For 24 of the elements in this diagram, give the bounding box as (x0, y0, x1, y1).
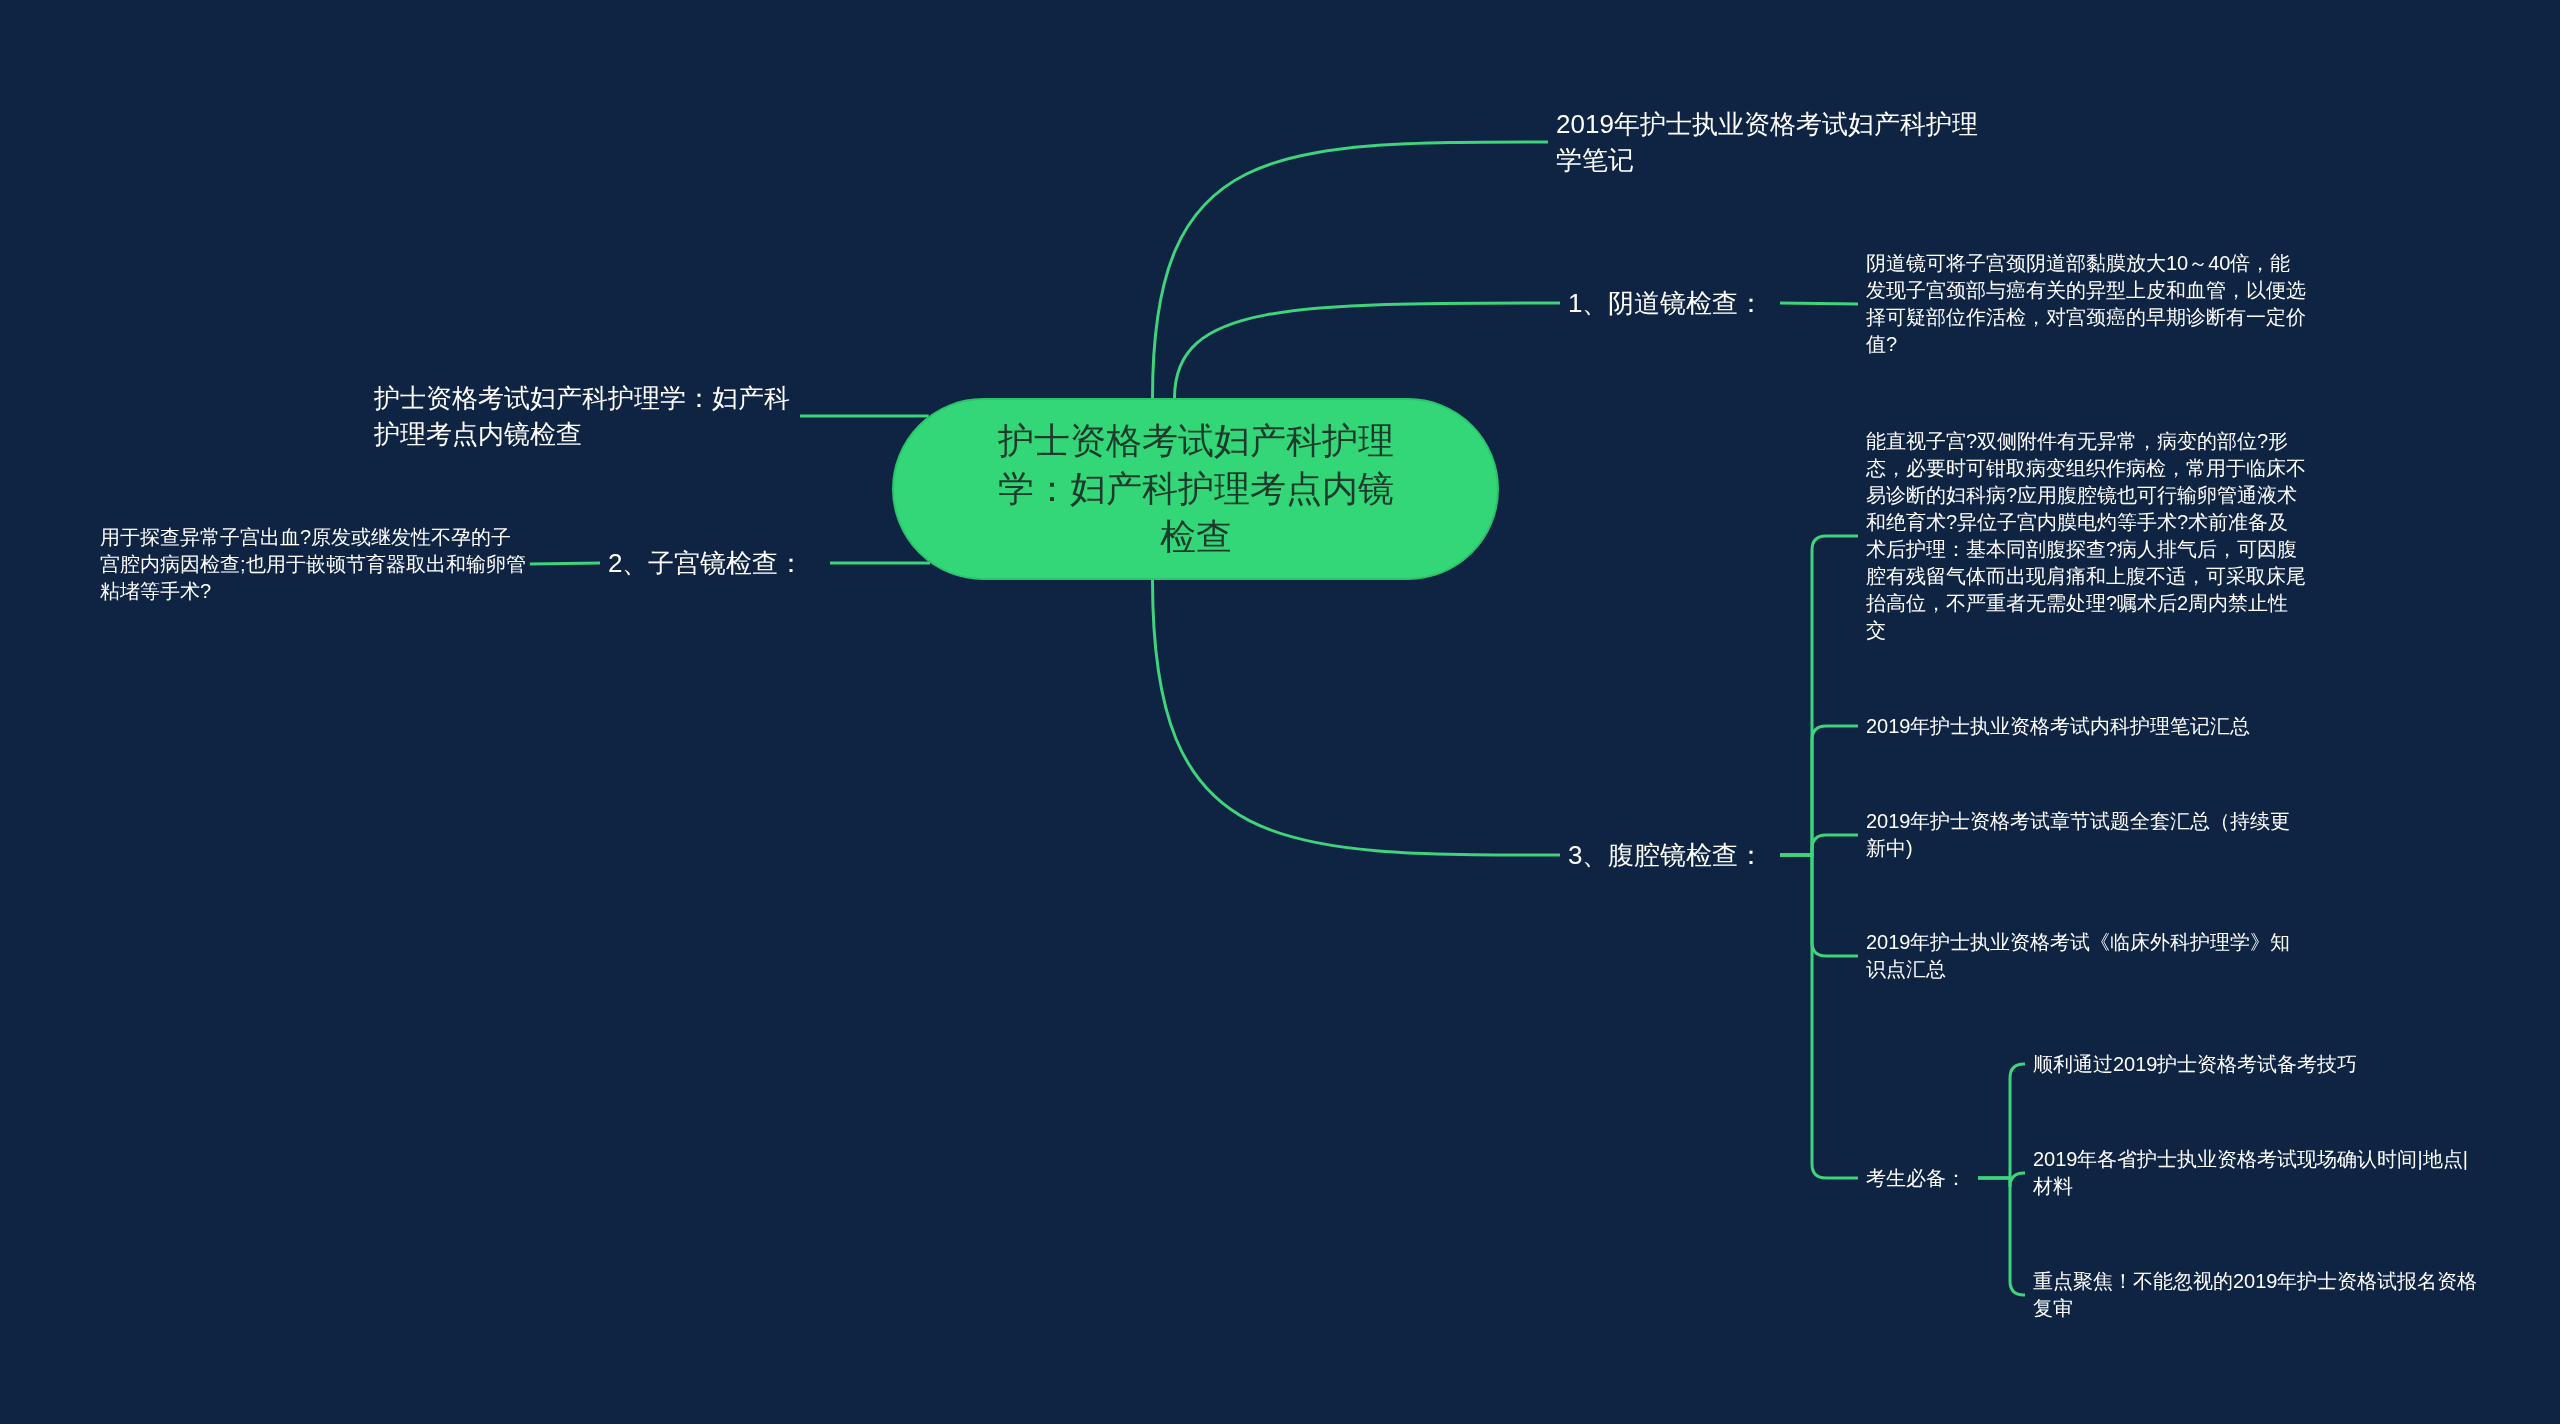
connector-line (1780, 853, 1858, 1180)
leaf-text: 重点聚焦！不能忽视的2019年护士资格试报名资格复审 (2033, 1269, 2479, 1321)
leaf-text: 2019年护士执业资格考试内科护理笔记汇总 (1866, 713, 2252, 739)
connector-line (830, 561, 931, 565)
connector-line (1779, 301, 1859, 306)
leaf-text: 顺利通过2019护士资格考试备考技巧 (2033, 1051, 2359, 1077)
leaf-text: 能直视子宫?双侧附件有无异常，病变的部位?形态，必要时可钳取病变组织作病检，常用于临床不易诊断的妇科病?应用腹腔镜也可行输卵管通液术和绝育术?异位子宫内膜电灼等手术?术前准备及术后护理：基本同剖腹探查?病人排气后，可因腹腔有残留气体而出现肩痛和上腹不适，可采取床尾抬高位，不严重者无需处理?嘱术后2周内禁止性交 (1866, 429, 2307, 643)
branch-label: 2019年护士执业资格考试妇产科护理学笔记 (1556, 108, 1979, 177)
branch-label: 2、子宫镜检查： (608, 547, 806, 580)
leaf-text: 考生必备： (1866, 1165, 1967, 1191)
branch-label: 护士资格考试妇产科护理学：妇产科护理考点内镜检查 (374, 382, 791, 451)
branch-label: 1、阴道镜检查： (1568, 287, 1766, 320)
connector-line (1151, 140, 1548, 399)
topic-text: 护士资格考试妇产科护理学：妇产科护理考点内镜检查 (996, 419, 1395, 559)
leaf-text: 2019年护士执业资格考试《临床外科护理学》知识点汇总 (1866, 930, 2292, 982)
leaf-text: 2019年各省护士执业资格考试现场确认时间|地点|材料 (2033, 1147, 2469, 1199)
connector-line (529, 561, 601, 566)
leaf-text: 2019年护士资格考试章节试题全套汇总（持续更新中) (1866, 809, 2292, 861)
connector-line (1151, 579, 1560, 857)
connector-line (800, 414, 929, 418)
leaf-text: 阴道镜可将子宫颈阴道部黏膜放大10～40倍，能发现子宫颈部与癌有关的异型上皮和血管，以便选择可疑部位作活检，对宫颈癌的早期诊断有一定价值? (1866, 251, 2307, 357)
leaf-text: 用于探查异常子宫出血?原发或继发性不孕的子宫腔内病因检查;也用于嵌顿节育器取出和输卵管粘堵等手术? (100, 524, 527, 604)
branch-label: 3、腹腔镜检查： (1568, 839, 1766, 872)
connector-line (1173, 301, 1560, 399)
